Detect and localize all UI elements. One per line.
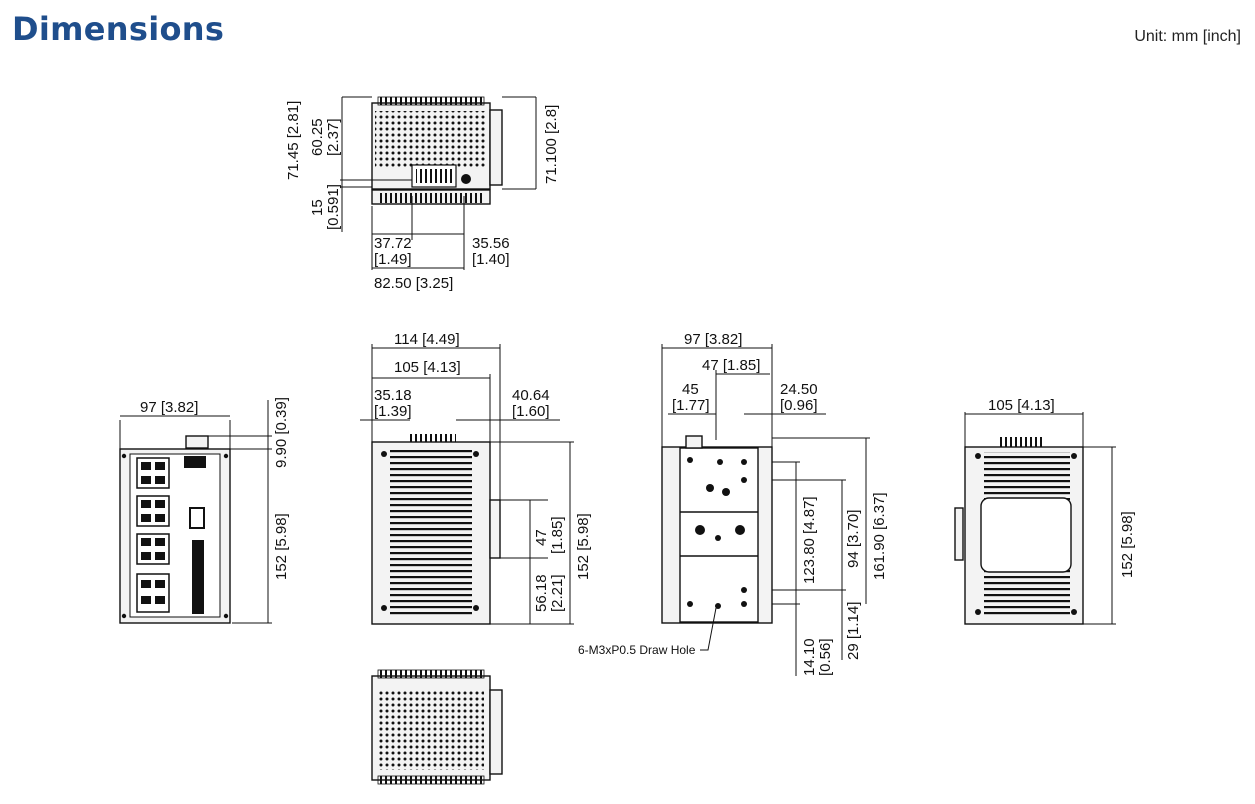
rear-0-96: [0.96] — [780, 397, 818, 414]
dim-0-591: [0.591] — [325, 184, 342, 230]
dim-71-45: 71.45 [2.81] — [285, 101, 302, 180]
rear-123-80: 123.80 [4.87] — [801, 496, 818, 584]
dim-1-40: [1.40] — [472, 251, 510, 268]
side-view: 114 [4.49] 105 [4.13] 35.18 [1.39] 40.64… — [360, 331, 592, 625]
right-view: 105 [4.13] 152 [5.98] — [954, 397, 1136, 625]
rear-94: 94 [3.70] — [845, 510, 862, 568]
page-title: Dimensions — [12, 10, 225, 48]
side-56-18: 56.18 — [533, 574, 550, 612]
right-height: 152 [5.98] — [1119, 511, 1136, 578]
rear-47: 47 [1.85] — [702, 357, 760, 374]
dim-2-37: [2.37] — [325, 118, 342, 156]
side-40-64: 40.64 — [512, 387, 550, 404]
side-35-18: 35.18 — [374, 387, 412, 404]
side-2-21: [2.21] — [549, 574, 566, 612]
side-1-39: [1.39] — [374, 403, 412, 420]
dim-71-100: 71.100 [2.8] — [543, 105, 560, 184]
bottom-view — [371, 669, 503, 785]
rear-45: 45 — [682, 381, 699, 398]
front-top: 9.90 [0.39] — [273, 397, 290, 468]
dim-1-49: [1.49] — [374, 251, 412, 268]
rear-97: 97 [3.82] — [684, 331, 742, 348]
rear-1-77: [1.77] — [672, 397, 710, 414]
rear-161-90: 161.90 [6.37] — [871, 492, 888, 580]
rear-29: 29 [1.14] — [845, 602, 862, 660]
top-view: 71.45 [2.81] 60.25 [2.37] 71.100 [2.8] 1… — [285, 96, 560, 292]
rear-14-10: 14.10 — [801, 638, 818, 676]
side-47: 47 — [533, 529, 550, 546]
side-105: 105 [4.13] — [394, 359, 461, 376]
front-view: 97 [3.82] 9.90 [0.39] 152 [5.98] — [119, 397, 290, 624]
right-width: 105 [4.13] — [988, 397, 1055, 414]
unit-label: Unit: mm [inch] — [1134, 28, 1241, 45]
dim-15: 15 — [309, 199, 326, 216]
front-height: 152 [5.98] — [273, 513, 290, 580]
side-1-85: [1.85] — [549, 516, 566, 554]
rear-view: 97 [3.82] 47 [1.85] 45 [1.77] 24.50 [0.9… — [578, 331, 888, 676]
rear-24-50: 24.50 — [780, 381, 818, 398]
rear-0-56: [0.56] — [817, 638, 834, 676]
side-1-60: [1.60] — [512, 403, 550, 420]
dim-82-50: 82.50 [3.25] — [374, 275, 453, 292]
front-width: 97 [3.82] — [140, 399, 198, 416]
dim-37-72: 37.72 — [374, 235, 412, 252]
side-114: 114 [4.49] — [394, 331, 460, 348]
side-height: 152 [5.98] — [575, 513, 592, 580]
dim-35-56: 35.56 — [472, 235, 510, 252]
dim-60-25: 60.25 — [309, 118, 326, 156]
hole-note: 6-M3xP0.5 Draw Hole — [578, 643, 696, 657]
